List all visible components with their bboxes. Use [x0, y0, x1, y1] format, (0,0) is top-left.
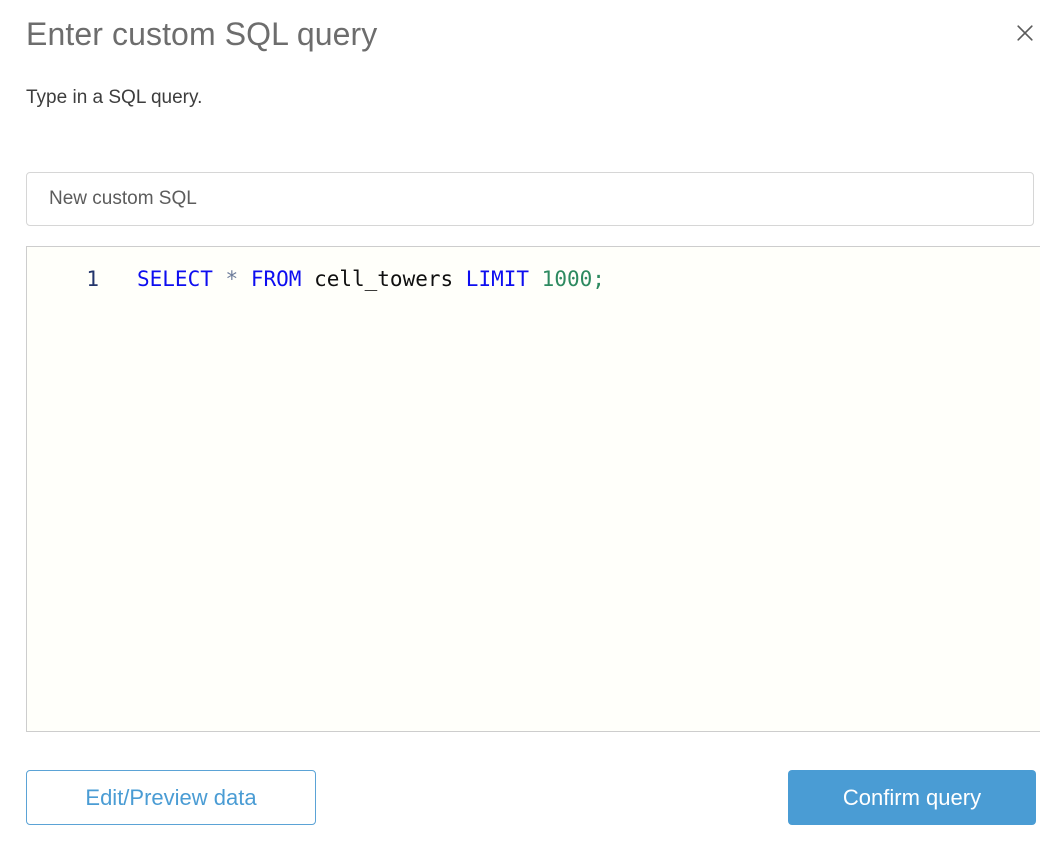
dialog-subtitle: Type in a SQL query. — [26, 87, 203, 108]
sql-token-space — [301, 267, 314, 291]
sql-editor[interactable]: 1 SELECT * FROM cell_towers LIMIT 1000; — [26, 246, 1040, 732]
edit-preview-data-button[interactable]: Edit/Preview data — [26, 770, 316, 825]
sql-token-keyword: LIMIT — [465, 267, 530, 291]
page-title: Enter custom SQL query — [26, 16, 378, 52]
sql-token-ident: cell_towers — [314, 267, 454, 291]
close-button[interactable] — [1010, 18, 1040, 48]
sql-token-space — [529, 267, 542, 291]
sql-token-punct: ; — [592, 267, 605, 291]
sql-token-space — [213, 267, 226, 291]
sql-code-line[interactable]: SELECT * FROM cell_towers LIMIT 1000; — [103, 265, 1040, 293]
sql-token-keyword: SELECT — [137, 267, 213, 291]
sql-token-keyword: FROM — [250, 267, 302, 291]
confirm-query-button[interactable]: Confirm query — [788, 770, 1036, 825]
line-number-gutter: 1 — [86, 267, 99, 291]
sql-token-star: * — [225, 267, 239, 291]
close-icon — [1015, 23, 1035, 43]
editor-line: 1 SELECT * FROM cell_towers LIMIT 1000; — [27, 247, 1040, 293]
sql-token-space — [453, 267, 466, 291]
dialog-header: Enter custom SQL query — [26, 12, 1041, 64]
query-name-input[interactable] — [26, 172, 1034, 226]
sql-token-space — [238, 267, 251, 291]
sql-token-number: 1000 — [541, 267, 593, 291]
